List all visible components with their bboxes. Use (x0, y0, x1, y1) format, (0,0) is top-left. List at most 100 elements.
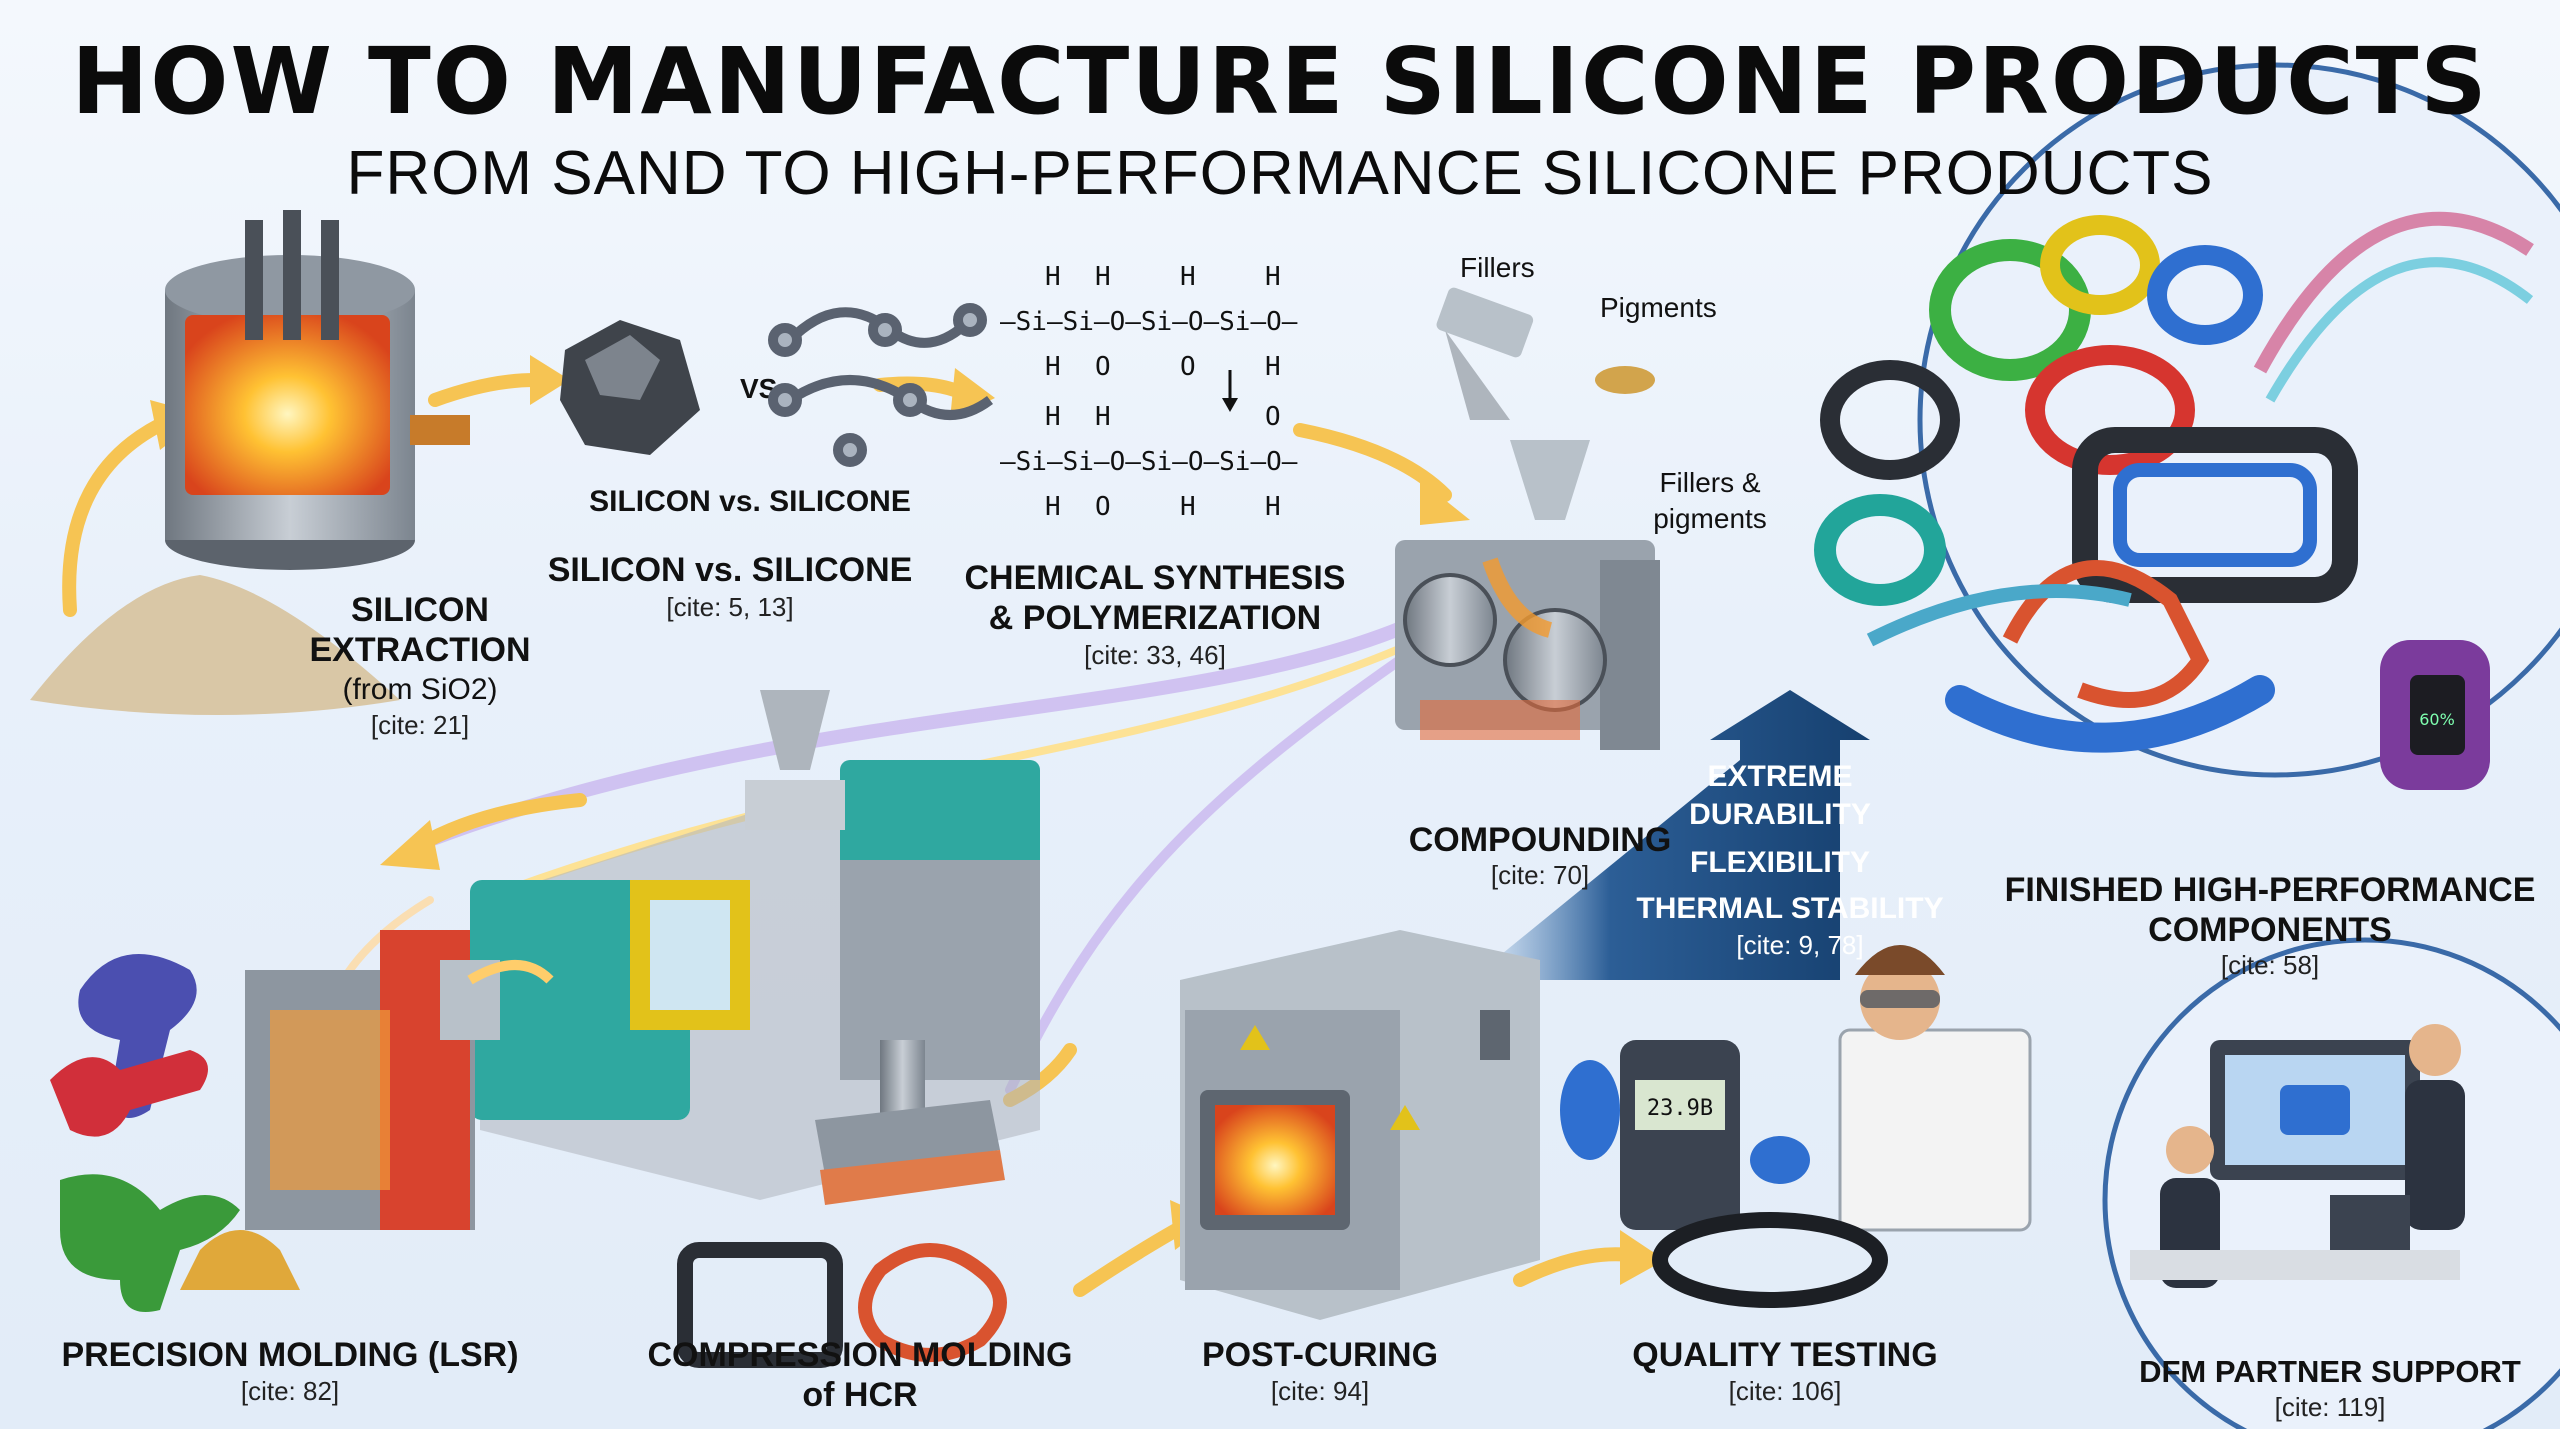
dfm-cite: [cite: 119] (2274, 1392, 2386, 1422)
pink-tube (2253, 211, 2534, 374)
injection-molding-machine (245, 690, 1040, 1230)
silicon-vs-label: SILICON vs. SILICONE (547, 551, 913, 589)
fillers-pigments-line1: Fillers & (1659, 467, 1761, 498)
finished-cite: [cite: 58] (2220, 950, 2320, 980)
svg-text:H: H (1045, 352, 1061, 382)
hopper (1510, 440, 1590, 520)
red-ring (2025, 345, 2195, 475)
svg-text:O: O (1180, 352, 1196, 382)
arrow-sand-to-furnace (62, 413, 177, 617)
reaction-arrow-head (1222, 398, 1238, 412)
blue-gasket (2113, 463, 2317, 567)
lsr-label: PRECISION MOLDING (LSR) (61, 1336, 519, 1374)
svg-text:H: H (1095, 262, 1111, 292)
svg-text:O: O (1265, 402, 1281, 432)
step-arrows (62, 355, 1665, 1297)
svg-text:H: H (1045, 402, 1061, 432)
postcuring-label: POST-CURING (1201, 1336, 1439, 1374)
page-subtitle: FROM SAND TO HIGH-PERFORMANCE SILICONE P… (346, 139, 2214, 208)
svg-text:H: H (1265, 492, 1281, 522)
mill-roller-1 (1403, 573, 1497, 667)
finished-line2: COMPONENTS (2148, 911, 2392, 949)
svg-text:H: H (1180, 262, 1196, 292)
svg-text:–Si–Si–O–Si–O–Si–O–: –Si–Si–O–Si–O–Si–O– (1000, 307, 1298, 337)
svg-text:O: O (1095, 352, 1111, 382)
glove-right (1750, 1136, 1810, 1184)
warning-icon (1240, 1025, 1270, 1050)
synthesis-label: CHEMICAL SYNTHESIS & POLYMERIZATION (940, 558, 1370, 638)
compounding-cite: [cite: 70] (1490, 860, 1590, 890)
arrow-to-lsr (413, 793, 587, 852)
compounding-mill (1395, 287, 1660, 750)
svg-text:H: H (1180, 492, 1196, 522)
blue-strap (1945, 675, 2275, 753)
pigments-label: Pigments (1600, 292, 1717, 323)
compounding-label: COMPOUNDING (1408, 821, 1672, 859)
page-title: HOW TO MANUFACTURE SILICONE PRODUCTS (71, 28, 2489, 135)
svg-text:–Si–Si–O–Si–O–Si–O–: –Si–Si–O–Si–O–Si–O– (1000, 447, 1298, 477)
property-durability: EXTREME DURABILITY (1630, 758, 1930, 834)
band-display: 60% (2419, 710, 2455, 729)
extraction-line2: EXTRACTION (309, 631, 531, 669)
postcuring-cite: [cite: 94] (1270, 1376, 1370, 1406)
svg-text:H: H (1265, 352, 1281, 382)
extraction-line3: (from SiO2) (342, 673, 498, 706)
property-line1: EXTREME (1707, 760, 1853, 793)
hcr-label: COMPRESSION MOLDING of HCR (620, 1335, 1100, 1415)
lsr-cite: [cite: 82] (240, 1376, 340, 1406)
fillers-pigments-label: Fillers & pigments (1640, 465, 1780, 537)
properties-banner (1470, 690, 1870, 980)
quality-label: QUALITY TESTING (1632, 1336, 1938, 1374)
black-gasket (2072, 427, 2358, 603)
glove-left (1560, 1060, 1620, 1160)
hcr-line1: COMPRESSION MOLDING (647, 1336, 1073, 1374)
svg-text:H: H (1045, 492, 1061, 522)
yellow-ring (2040, 215, 2160, 315)
finished-line1: FINISHED HIGH-PERFORMANCE (2004, 871, 2536, 909)
svg-text:H: H (1045, 262, 1061, 292)
hcr-gasket-black (677, 1242, 843, 1368)
svg-text:H: H (1265, 262, 1281, 292)
filler-chute (1445, 330, 1510, 420)
arrow-hcr-to-postcure (1073, 1218, 1192, 1297)
cable (1866, 584, 2132, 647)
silicon-vs-small-label: SILICON vs. SILICONE (589, 485, 911, 518)
quality-testing-scene: 23.9B (1560, 945, 2032, 1308)
gauge-reading: 23.9B (1647, 1096, 1713, 1121)
black-ring (1820, 360, 1960, 480)
post-curing-oven (1180, 930, 1540, 1320)
properties-cite: [cite: 9, 78] (1736, 930, 1864, 960)
compression-press (677, 1040, 1007, 1368)
synthesis-line2: & POLYMERIZATION (988, 599, 1322, 637)
synthesis-line1: CHEMICAL SYNTHESIS (964, 559, 1346, 597)
extraction-line1: SILICON (351, 591, 489, 629)
cad-part-icon (2280, 1085, 2350, 1135)
warning-icon-2 (1390, 1105, 1420, 1130)
hcr-line2: of HCR (802, 1376, 918, 1414)
electric-arc-furnace (165, 210, 470, 570)
finished-products-circle: 60% (1814, 62, 2560, 790)
table (2130, 1250, 2460, 1280)
extraction-label: SILICON EXTRACTION (from SiO2) (270, 590, 570, 710)
fillers-label: Fillers (1460, 252, 1535, 283)
person-icon-2 (2166, 1126, 2214, 1174)
injection-hopper (760, 690, 830, 770)
safety-goggles (1860, 990, 1940, 1008)
property-flexibility: FLEXIBILITY (1690, 846, 1870, 879)
arrow-furnace-to-silicon (428, 373, 542, 407)
hcr-gasket-red (858, 1243, 1007, 1362)
property-line2: DURABILITY (1689, 798, 1871, 831)
silicon-vs-cite: [cite: 5, 13] (666, 592, 794, 622)
svg-text:H: H (1095, 402, 1111, 432)
sand-pile (30, 575, 400, 715)
test-ring (1652, 1212, 1888, 1308)
finished-label: FINISHED HIGH-PERFORMANCE COMPONENTS (1990, 870, 2550, 950)
silicone-molecule-icon (768, 303, 993, 467)
arrow-postcure-to-quality (1513, 1247, 1637, 1287)
fillers-pigments-line2: pigments (1653, 503, 1767, 534)
quality-cite: [cite: 106] (1728, 1376, 1842, 1406)
dfm-circle (2102, 937, 2560, 1429)
cyan-tube (2265, 257, 2534, 403)
laptop-icon (2330, 1195, 2410, 1250)
